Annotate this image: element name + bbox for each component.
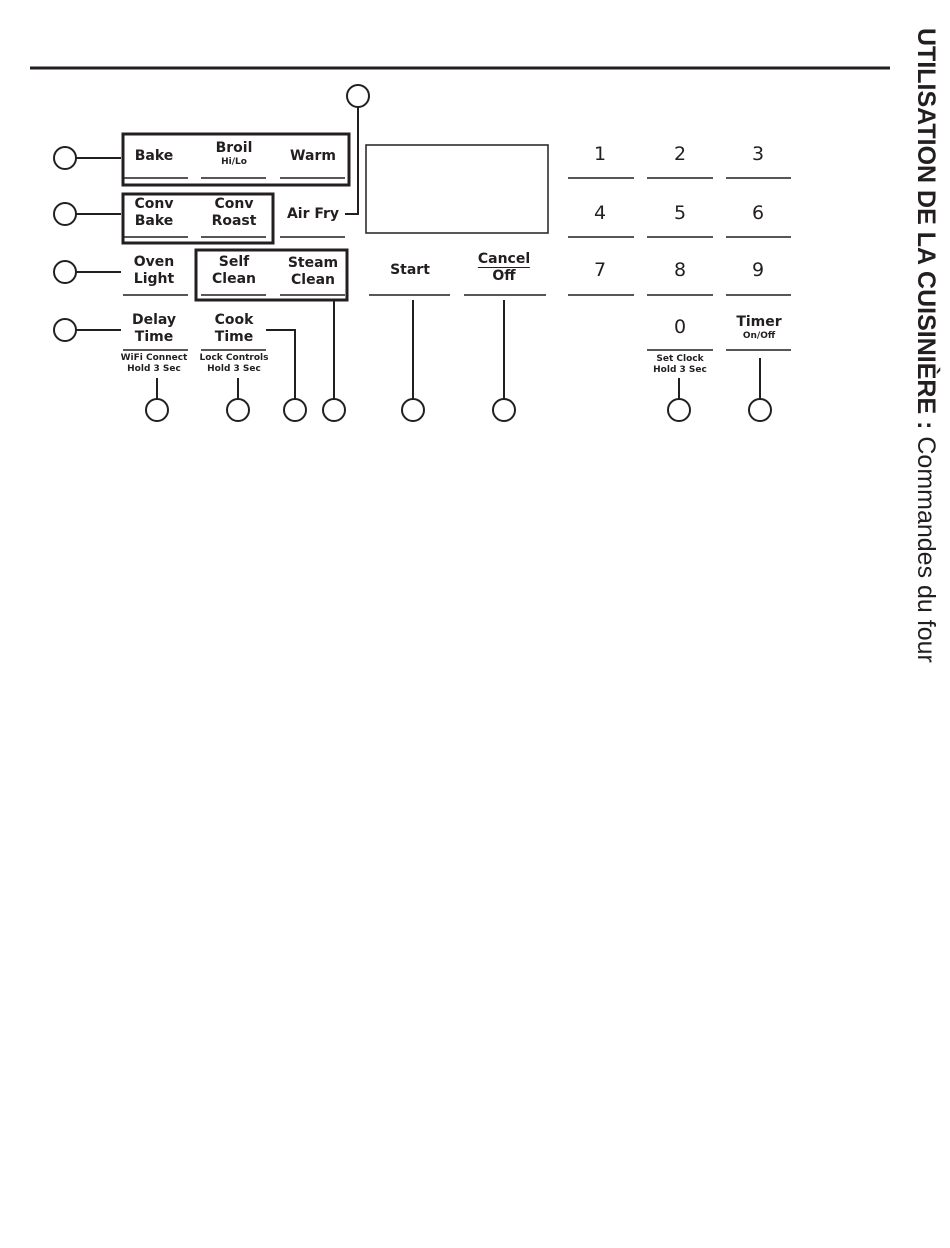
wifi-connect-note: WiFi Connect Hold 3 Sec (121, 353, 188, 375)
set-clock-line1: Set Clock (656, 354, 704, 364)
steam-clean-line1: Steam (287, 255, 339, 271)
air-fry-button[interactable]: Air Fry (286, 206, 340, 222)
wifi-connect-line1: WiFi Connect (120, 353, 188, 363)
delay-time-button[interactable]: Delay Time (132, 312, 176, 346)
section-title-regular: Commandes du four (912, 436, 940, 663)
self-clean-line1: Self (218, 254, 250, 270)
steam-clean-line2: Clean (291, 272, 335, 288)
key-8[interactable]: 8 (673, 259, 687, 281)
conv-bake-button[interactable]: Conv Bake (135, 196, 174, 230)
bake-broil-warm-group (121, 132, 351, 187)
broil-sublabel: Hi/Lo (221, 157, 247, 167)
conv-bake-line1: Conv (134, 196, 174, 212)
lock-controls-note: Lock Controls Hold 3 Sec (200, 353, 269, 375)
timer-label: Timer (736, 314, 782, 330)
key-2[interactable]: 2 (673, 143, 687, 165)
key-5[interactable]: 5 (673, 202, 687, 224)
callout-circles (53, 84, 772, 422)
oven-light-line1: Oven (133, 254, 175, 270)
cancel-label: Cancel (477, 251, 531, 268)
bake-button[interactable]: Bake (134, 148, 174, 164)
key-1[interactable]: 1 (593, 143, 607, 165)
set-clock-line2: Hold 3 Sec (653, 365, 707, 375)
key-6[interactable]: 6 (751, 202, 765, 224)
oven-light-line2: Light (133, 271, 175, 287)
off-label: Off (492, 268, 516, 284)
lock-controls-line1: Lock Controls (199, 353, 269, 363)
key-4[interactable]: 4 (593, 202, 607, 224)
self-clean-button[interactable]: Self Clean (212, 254, 256, 288)
self-clean-line2: Clean (212, 271, 256, 287)
key-0[interactable]: 0 (673, 316, 687, 338)
delay-time-line2: Time (134, 329, 174, 345)
lock-controls-line2: Hold 3 Sec (207, 364, 261, 374)
delay-time-line1: Delay (131, 312, 177, 328)
timer-sublabel: On/Off (742, 331, 776, 341)
cook-time-button[interactable]: Cook Time (215, 312, 254, 346)
section-title-bold: UTILISATION DE LA CUISINIÈRE : (912, 28, 940, 430)
broil-button[interactable]: Broil Hi/Lo (216, 140, 253, 168)
warm-button[interactable]: Warm (290, 148, 336, 164)
broil-label: Broil (215, 140, 253, 156)
display-window (365, 144, 549, 234)
steam-clean-button[interactable]: Steam Clean (288, 255, 338, 289)
key-9[interactable]: 9 (751, 259, 765, 281)
set-clock-note: Set Clock Hold 3 Sec (653, 354, 707, 376)
cook-time-line2: Time (214, 329, 254, 345)
conv-roast-line1: Conv (214, 196, 254, 212)
conv-roast-button[interactable]: Conv Roast (212, 196, 257, 230)
oven-light-button[interactable]: Oven Light (134, 254, 175, 288)
wifi-connect-line2: Hold 3 Sec (127, 364, 181, 374)
timer-button[interactable]: Timer On/Off (736, 314, 781, 342)
convection-group (121, 192, 275, 245)
section-side-title: UTILISATION DE LA CUISINIÈRE : Commandes… (911, 28, 940, 663)
key-7[interactable]: 7 (593, 259, 607, 281)
cook-time-line1: Cook (214, 312, 254, 328)
key-3[interactable]: 3 (751, 143, 765, 165)
conv-bake-line2: Bake (134, 213, 174, 229)
conv-roast-line2: Roast (211, 213, 257, 229)
clean-group (194, 248, 349, 302)
start-button[interactable]: Start (390, 262, 430, 278)
cancel-off-button[interactable]: Cancel Off (477, 251, 531, 285)
